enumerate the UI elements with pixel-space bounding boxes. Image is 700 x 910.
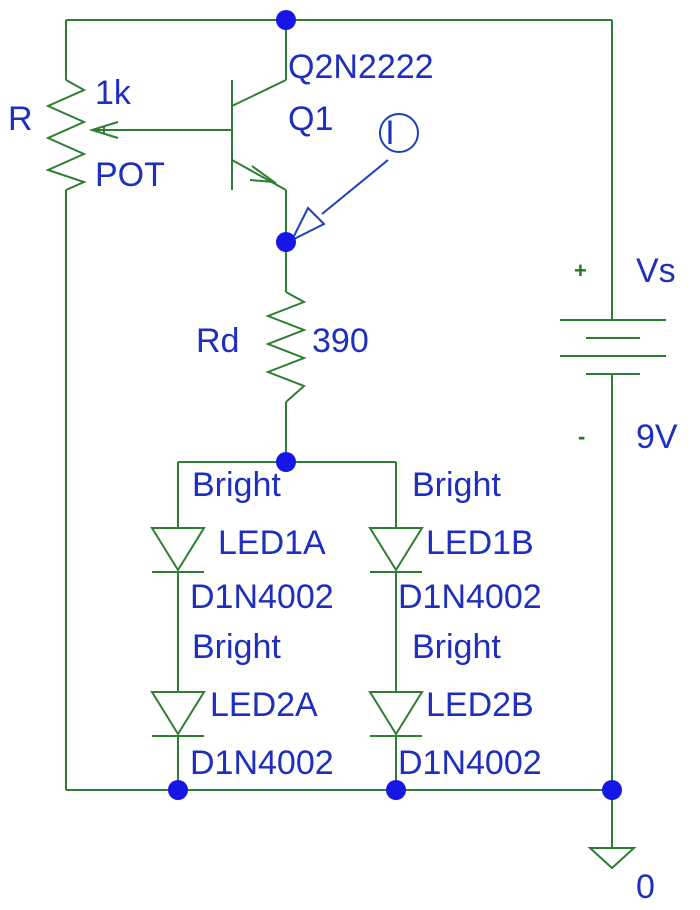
pot-zigzag <box>45 79 87 191</box>
led-2b-triangle <box>368 691 424 736</box>
led-1b-symbol <box>368 527 424 573</box>
led-1a-ref-label: LED1A <box>218 524 326 562</box>
node-emitter <box>276 232 296 252</box>
source-value-label: 9V <box>636 418 678 456</box>
led-2a-ref-label: LED2A <box>210 686 318 724</box>
led-2b-symbol <box>368 691 424 737</box>
node-bottom-left <box>168 780 188 800</box>
battery-symbol <box>560 319 666 375</box>
current-probe-arrow <box>289 206 326 243</box>
node-led-bar <box>276 452 296 472</box>
pot-model-label: POT <box>95 156 165 194</box>
node-collector <box>276 10 296 30</box>
resistor-rd-zigzag <box>265 291 307 403</box>
ground-label: 0 <box>636 868 655 906</box>
led-2a-triangle <box>150 691 206 736</box>
junction-nodes <box>168 10 622 800</box>
transistor-emitter-lead <box>231 159 287 191</box>
transistor-collector-lead <box>231 79 287 107</box>
led-1a-symbol <box>150 527 206 573</box>
node-bottom-mid <box>386 780 406 800</box>
led-1b-triangle <box>368 527 424 572</box>
source-plus-label: + <box>574 258 587 283</box>
current-probe-symbol-label: I <box>385 114 394 152</box>
source-minus-label: - <box>578 424 585 449</box>
transistor-emitter-arrow <box>249 165 278 184</box>
led-1b-ref-label: LED1B <box>426 524 534 562</box>
pot-value-label: 1k <box>95 74 132 112</box>
led-1a-param-label: Bright <box>192 466 281 504</box>
led-1a-triangle <box>150 527 206 572</box>
led-1b-model-label: D1N4002 <box>398 578 542 616</box>
node-bottom-right <box>602 780 622 800</box>
led-2a-param-label: Bright <box>192 628 281 666</box>
pot-ref-label: R <box>8 100 33 138</box>
current-probe <box>289 113 419 243</box>
resistor-value-label: 390 <box>312 322 369 360</box>
led-2a-model-label: D1N4002 <box>190 744 334 782</box>
led-2b-param-label: Bright <box>412 628 501 666</box>
current-probe-circle <box>379 113 419 153</box>
ground-symbol <box>587 847 637 870</box>
transistor-ref-label: Q1 <box>288 100 333 138</box>
labels: R 1k POT Q2N2222 Q1 I Rd 390 Vs + - 9V B… <box>8 48 678 906</box>
source-ref-label: Vs <box>636 252 676 290</box>
potentiometer-symbol <box>45 79 232 191</box>
led-2b-ref-label: LED2B <box>426 686 534 724</box>
pot-wiper-arrow <box>88 121 119 139</box>
resistor-ref-label: Rd <box>196 322 239 360</box>
led-2b-model-label: D1N4002 <box>398 744 542 782</box>
led-2a-symbol <box>150 691 206 737</box>
transistor-model-label: Q2N2222 <box>288 48 434 86</box>
led-1b-param-label: Bright <box>412 466 501 504</box>
transistor-symbol <box>231 79 287 191</box>
current-probe-stem <box>321 159 389 215</box>
led-1a-model-label: D1N4002 <box>190 578 334 616</box>
